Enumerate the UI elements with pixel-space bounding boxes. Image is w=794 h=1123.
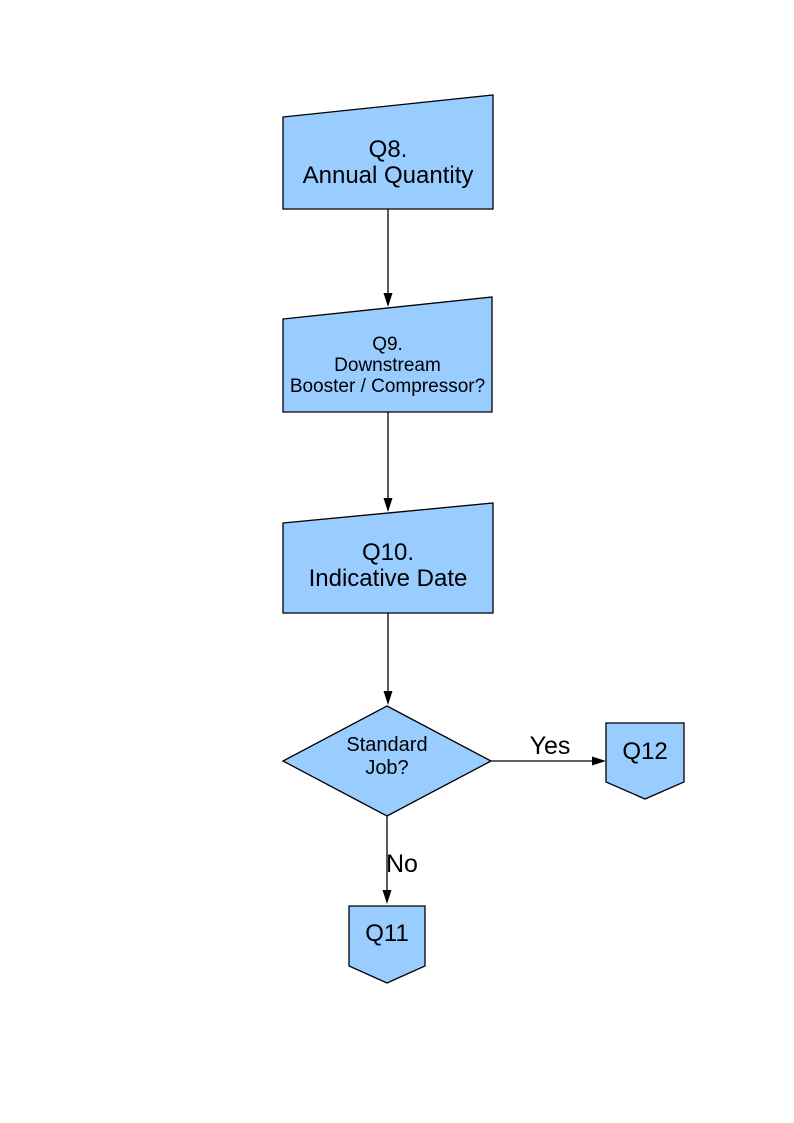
arrowhead-q12-left xyxy=(592,756,606,766)
q11-line-1: Q11 xyxy=(365,920,409,947)
standard-job-line-2: Job? xyxy=(365,757,409,779)
standard-job-line-1: Standard xyxy=(346,734,428,756)
q11-offpage-connector-shape xyxy=(348,905,426,984)
q8-line-1: Q8. xyxy=(368,136,408,163)
q9-node-label: Q9. Downstream Booster / Compressor? xyxy=(283,334,492,397)
q9-line-1: Q9. xyxy=(372,334,403,355)
q11-node-label: Q11 xyxy=(349,921,425,947)
q10-node-label: Q10. Indicative Date xyxy=(283,540,493,592)
q10-line-2: Indicative Date xyxy=(308,565,468,592)
flowchart-shapes xyxy=(281,94,685,984)
q9-line-3: Booster / Compressor? xyxy=(289,376,486,397)
arrowhead-q9-top xyxy=(383,293,393,307)
q12-node-label: Q12 xyxy=(606,739,684,765)
arrowhead-q10-top xyxy=(383,498,393,512)
q10-line-1: Q10. xyxy=(361,539,415,566)
q8-node-label: Q8. Annual Quantity xyxy=(283,137,493,189)
standard-job-node-label: Standard Job? xyxy=(287,734,487,780)
yes-edge-label: Yes xyxy=(529,732,571,760)
q8-manual-input-shape xyxy=(282,94,494,210)
arrowhead-q11-top xyxy=(382,890,392,904)
q8-line-2: Annual Quantity xyxy=(302,162,474,189)
q9-manual-input-shape xyxy=(282,296,493,413)
arrowhead-decision-top xyxy=(383,691,393,705)
q12-line-1: Q12 xyxy=(622,738,668,765)
no-edge-label: No xyxy=(386,850,418,878)
q9-line-2: Downstream xyxy=(334,355,441,376)
flowchart-connectors xyxy=(386,209,593,891)
q10-manual-input-shape xyxy=(282,502,494,614)
q12-offpage-connector-shape xyxy=(605,722,685,800)
flowchart-arrowheads xyxy=(382,293,606,904)
